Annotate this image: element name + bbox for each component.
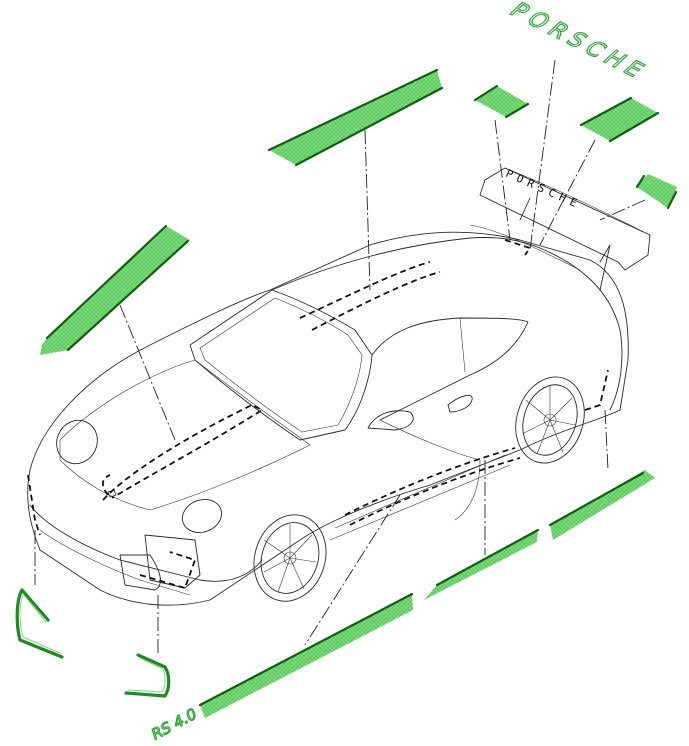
wing-porsche-text: PORSCHE [504,167,584,212]
rs40-logo-label: RS 4.0 [148,705,199,744]
hood-stripe-decal [40,224,190,355]
front-intake-trim-left [15,588,64,659]
front-intake-trim-right [124,653,171,698]
porsche-lettering-label: PORSCHE [503,0,654,84]
wing-lettering-decal: PORSCHE [503,0,655,85]
side-stripe-front-rs40-decal: RS 4.0 [148,592,414,744]
wing-small-decal-left [473,84,530,119]
placement-dashed-outlines [27,239,609,590]
side-stripe-rear-decal [548,470,655,540]
wing-endplate-decal-right [635,174,678,210]
side-stripe-middle-decal [424,528,540,600]
leader-lines [34,59,646,655]
roof-stripe-decal [267,68,444,167]
car-line-drawing: PORSCHE [27,167,651,606]
wing-center-decal [579,96,660,143]
